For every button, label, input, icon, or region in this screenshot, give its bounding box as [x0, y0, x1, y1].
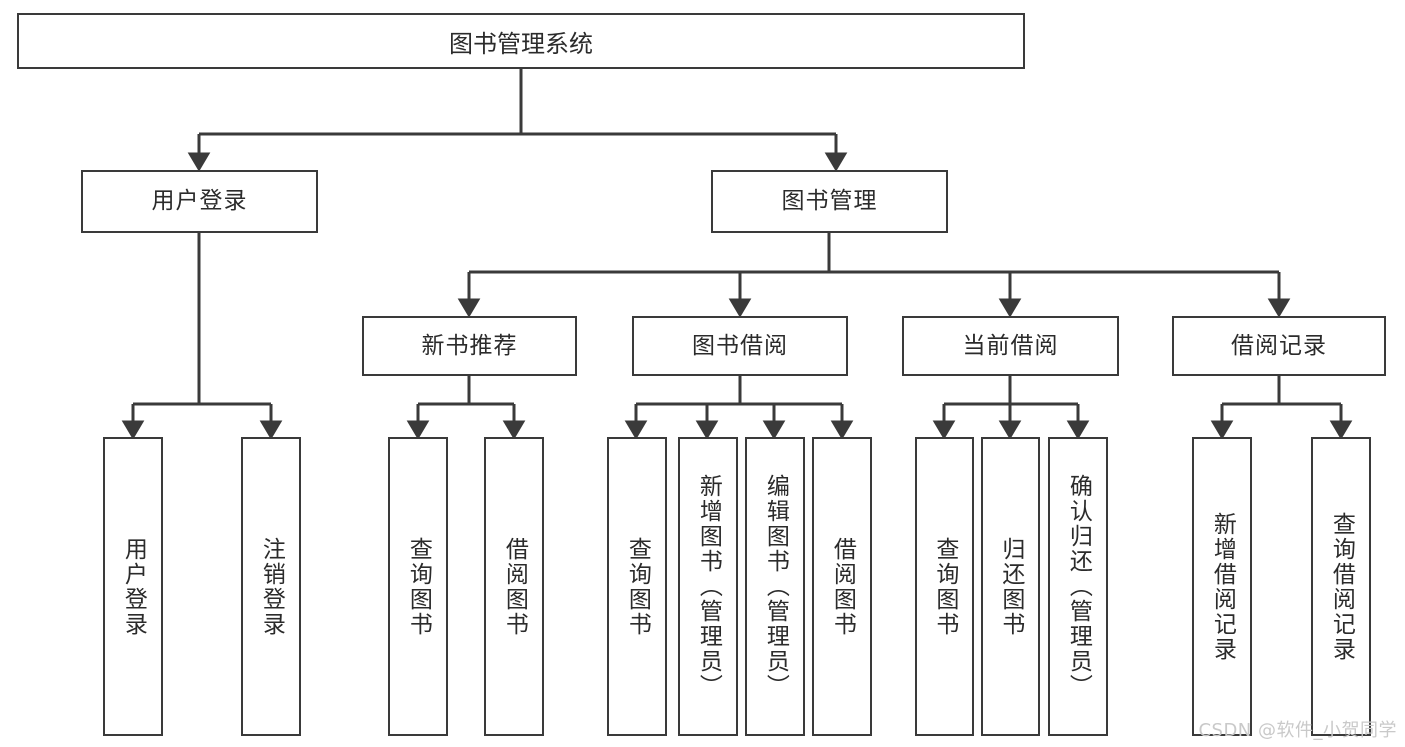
leaf-label: 借阅图书 [501, 536, 528, 637]
leaf-query-book-recommend[interactable]: 查询图书 [388, 437, 448, 736]
leaf-borrow-book-recommend[interactable]: 借阅图书 [484, 437, 544, 736]
node-label: 图书管理系统 [449, 29, 593, 58]
leaf-user-login[interactable]: 用户登录 [103, 437, 163, 736]
node-current-borrow[interactable]: 当前借阅 [902, 316, 1119, 376]
node-book-management[interactable]: 图书管理 [711, 170, 948, 233]
leaf-label: 编辑图书（管理员） [762, 474, 789, 699]
node-label: 新书推荐 [421, 332, 518, 359]
leaf-return-book[interactable]: 归还图书 [981, 437, 1040, 736]
leaf-add-borrow-record[interactable]: 新增借阅记录 [1192, 437, 1252, 736]
leaf-label: 新增借阅记录 [1209, 511, 1236, 662]
leaf-query-book-current[interactable]: 查询图书 [915, 437, 974, 736]
node-label: 图书管理 [781, 188, 878, 214]
leaf-logout[interactable]: 注销登录 [241, 437, 301, 736]
leaf-label: 新增图书（管理员） [695, 474, 722, 699]
node-user-login[interactable]: 用户登录 [81, 170, 318, 233]
leaf-label: 用户登录 [120, 536, 147, 637]
leaf-add-book-admin[interactable]: 新增图书（管理员） [678, 437, 738, 736]
node-label: 借阅记录 [1231, 332, 1327, 359]
leaf-label: 查询图书 [624, 536, 651, 637]
leaf-label: 查询图书 [931, 536, 958, 637]
leaf-label: 确认归还（管理员） [1065, 474, 1092, 699]
node-borrow-record[interactable]: 借阅记录 [1172, 316, 1386, 376]
node-root-system[interactable]: 图书管理系统 [17, 13, 1025, 69]
node-label: 当前借阅 [962, 332, 1059, 359]
leaf-label: 查询图书 [405, 536, 432, 637]
leaf-label: 查询借阅记录 [1328, 511, 1355, 662]
leaf-confirm-return-admin[interactable]: 确认归还（管理员） [1048, 437, 1108, 736]
node-label: 图书借阅 [692, 332, 788, 359]
node-new-book-recommend[interactable]: 新书推荐 [362, 316, 577, 376]
leaf-label: 归还图书 [997, 536, 1024, 637]
leaf-edit-book-admin[interactable]: 编辑图书（管理员） [745, 437, 805, 736]
leaf-borrow-book[interactable]: 借阅图书 [812, 437, 872, 736]
node-book-borrow[interactable]: 图书借阅 [632, 316, 848, 376]
leaf-label: 借阅图书 [829, 536, 856, 637]
leaf-label: 注销登录 [258, 536, 285, 637]
leaf-query-book-borrow[interactable]: 查询图书 [607, 437, 667, 736]
leaf-query-borrow-record[interactable]: 查询借阅记录 [1311, 437, 1371, 736]
watermark: CSDN @软件_小贺同学 [1198, 720, 1397, 741]
node-label: 用户登录 [151, 188, 248, 214]
